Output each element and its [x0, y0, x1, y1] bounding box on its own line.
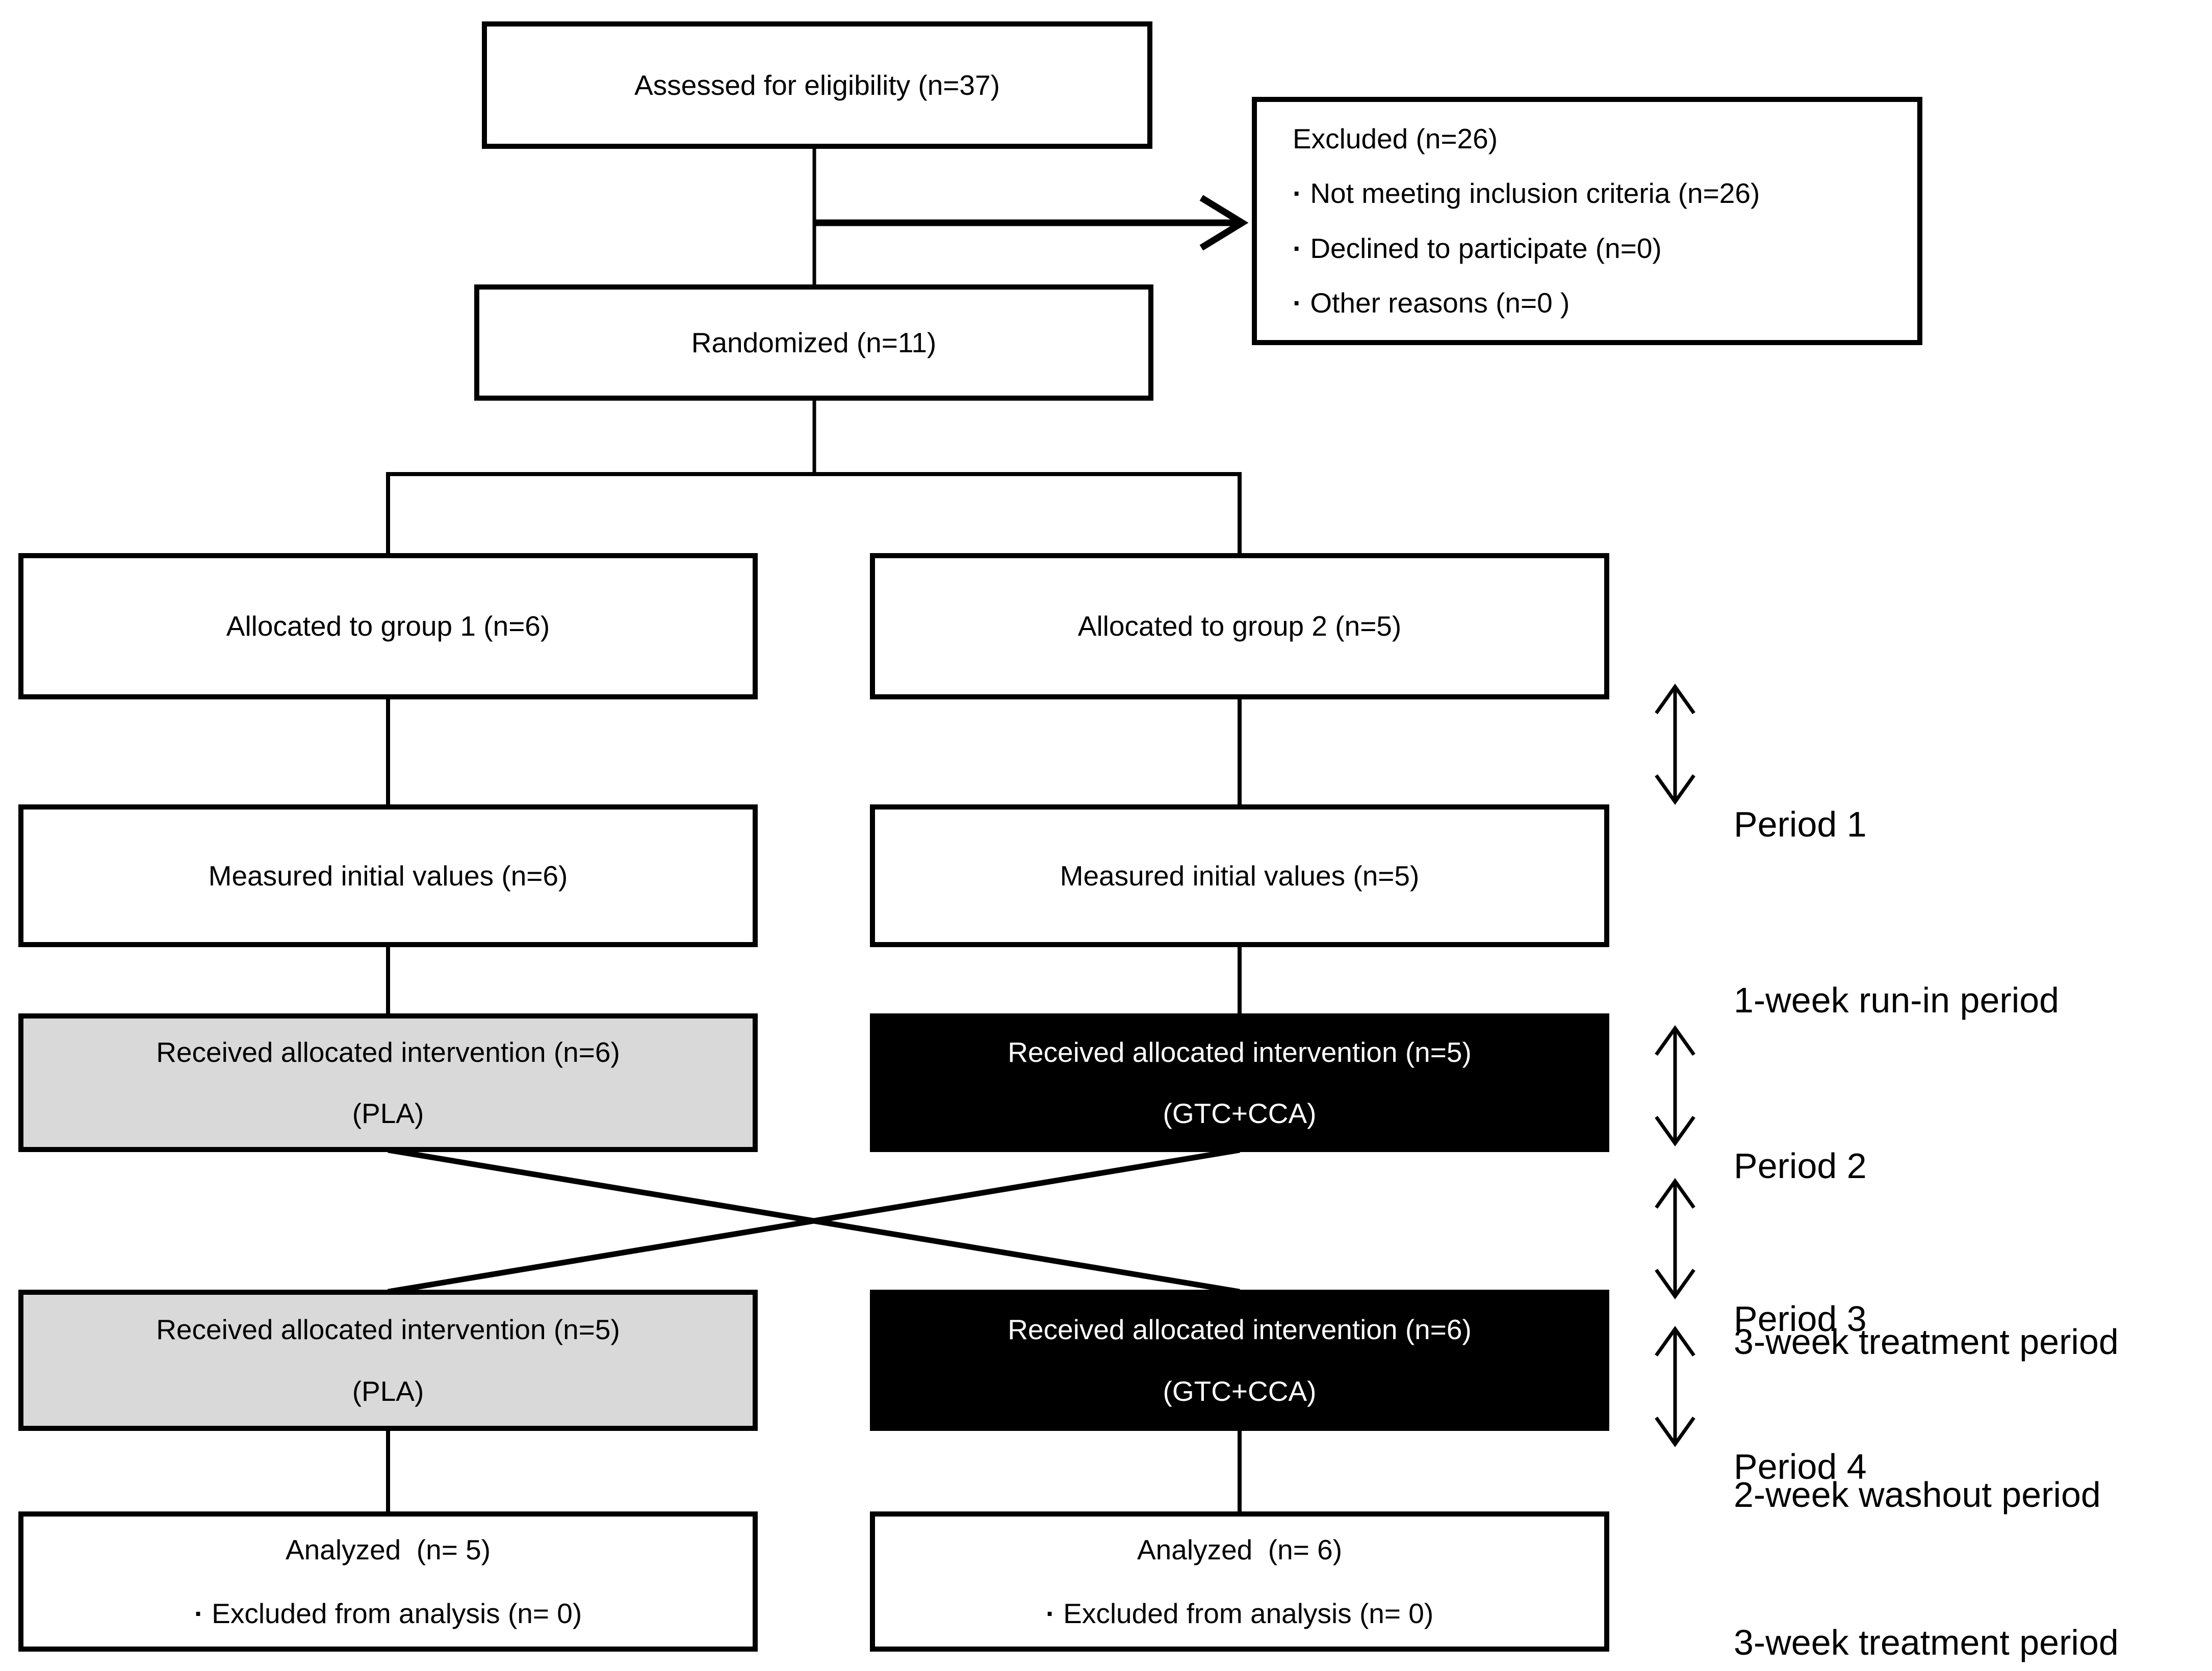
- bullet-icon: ·: [1293, 286, 1302, 319]
- period-name: Period 2: [1734, 1146, 1867, 1186]
- arrow-right-icon: [814, 195, 1249, 251]
- box-intervention-p4-group1: Received allocated intervention (n=5) (P…: [18, 1290, 758, 1431]
- double-arrow-icon: [1655, 683, 1695, 805]
- period-desc: 3-week treatment period: [1734, 1322, 2119, 1362]
- box-allocated-group1: Allocated to group 1 (n=6): [18, 553, 758, 699]
- period-2-annotation: Period 2 3-week treatment period: [1734, 1020, 2119, 1489]
- period-desc: 2-week washout period: [1734, 1475, 2101, 1515]
- period-3-annotation: Period 3 2-week washout period: [1734, 1172, 2101, 1641]
- box-allocated-group2-label: Allocated to group 2 (n=5): [1077, 610, 1402, 642]
- excluded-item-label: Other reasons (n=0 ): [1310, 286, 1570, 319]
- box-randomized-label: Randomized (n=11): [691, 326, 937, 358]
- period-name: Period 4: [1734, 1447, 1867, 1486]
- bullet-icon: ·: [1293, 232, 1302, 264]
- box-measured-group1: Measured initial values (n=6): [18, 804, 758, 947]
- double-arrow-icon: [1655, 1025, 1695, 1147]
- box-measured-group2-label: Measured initial values (n=5): [1060, 859, 1420, 892]
- box-assessed: Assessed for eligibility (n=37): [482, 21, 1152, 149]
- box-allocated-group2: Allocated to group 2 (n=5): [870, 553, 1609, 699]
- intervention-line2: (PLA): [352, 1375, 424, 1407]
- box-measured-group2: Measured initial values (n=5): [870, 804, 1609, 947]
- intervention-line1: Received allocated intervention (n=6): [1008, 1314, 1472, 1345]
- intervention-line1: Received allocated intervention (n=6): [156, 1036, 620, 1068]
- bullet-icon: ·: [1293, 177, 1302, 210]
- period-desc: 1-week run-in period: [1734, 980, 2060, 1020]
- double-arrow-icon: [1655, 1325, 1695, 1448]
- period-4-annotation: Period 4 3-week treatment period: [1734, 1320, 2119, 1671]
- box-analyzed-group1: Analyzed (n= 5) ·Excluded from analysis …: [18, 1511, 758, 1652]
- period-name: Period 1: [1734, 804, 1867, 844]
- excluded-item: ·Not meeting inclusion criteria (n=26): [1293, 166, 1760, 221]
- box-intervention-p2-group2: Received allocated intervention (n=5) (G…: [870, 1013, 1609, 1152]
- box-intervention-p2-group1: Received allocated intervention (n=6) (P…: [18, 1013, 758, 1152]
- analyzed-item: ·Excluded from analysis (n= 0): [194, 1592, 582, 1635]
- intervention-line2: (GTC+CCA): [1163, 1098, 1317, 1129]
- bullet-icon: ·: [1045, 1597, 1056, 1629]
- box-excluded: Excluded (n=26) ·Not meeting inclusion c…: [1252, 97, 1922, 345]
- analyzed-item: ·Excluded from analysis (n= 0): [1046, 1592, 1433, 1635]
- intervention-line2: (GTC+CCA): [1163, 1375, 1317, 1407]
- intervention-line1: Received allocated intervention (n=5): [156, 1314, 620, 1345]
- period-name: Period 3: [1734, 1299, 1867, 1339]
- period-1-annotation: Period 1 1-week run-in period: [1734, 678, 2059, 1147]
- excluded-item-label: Not meeting inclusion criteria (n=26): [1310, 177, 1760, 210]
- analyzed-line1: Analyzed (n= 6): [1137, 1534, 1343, 1565]
- crossover-lines: [388, 1147, 1240, 1295]
- box-excluded-title: Excluded (n=26): [1293, 123, 1498, 154]
- box-randomized: Randomized (n=11): [474, 284, 1153, 401]
- excluded-item: ·Other reasons (n=0 ): [1293, 276, 1570, 330]
- analyzed-item-label: Excluded from analysis (n= 0): [1063, 1597, 1434, 1629]
- box-allocated-group1-label: Allocated to group 1 (n=6): [226, 610, 550, 642]
- double-arrow-icon: [1655, 1178, 1695, 1300]
- box-measured-group1-label: Measured initial values (n=6): [208, 859, 568, 892]
- excluded-item: ·Declined to participate (n=0): [1293, 221, 1662, 276]
- bullet-icon: ·: [194, 1597, 204, 1629]
- box-intervention-p4-group2: Received allocated intervention (n=6) (G…: [870, 1290, 1609, 1431]
- box-assessed-label: Assessed for eligibility (n=37): [634, 69, 1000, 101]
- excluded-item-label: Declined to participate (n=0): [1310, 232, 1662, 264]
- intervention-line2: (PLA): [352, 1098, 424, 1129]
- intervention-line1: Received allocated intervention (n=5): [1008, 1036, 1472, 1068]
- box-analyzed-group2: Analyzed (n= 6) ·Excluded from analysis …: [870, 1511, 1609, 1652]
- period-desc: 3-week treatment period: [1734, 1623, 2119, 1662]
- analyzed-item-label: Excluded from analysis (n= 0): [212, 1597, 582, 1629]
- analyzed-line1: Analyzed (n= 5): [285, 1534, 491, 1565]
